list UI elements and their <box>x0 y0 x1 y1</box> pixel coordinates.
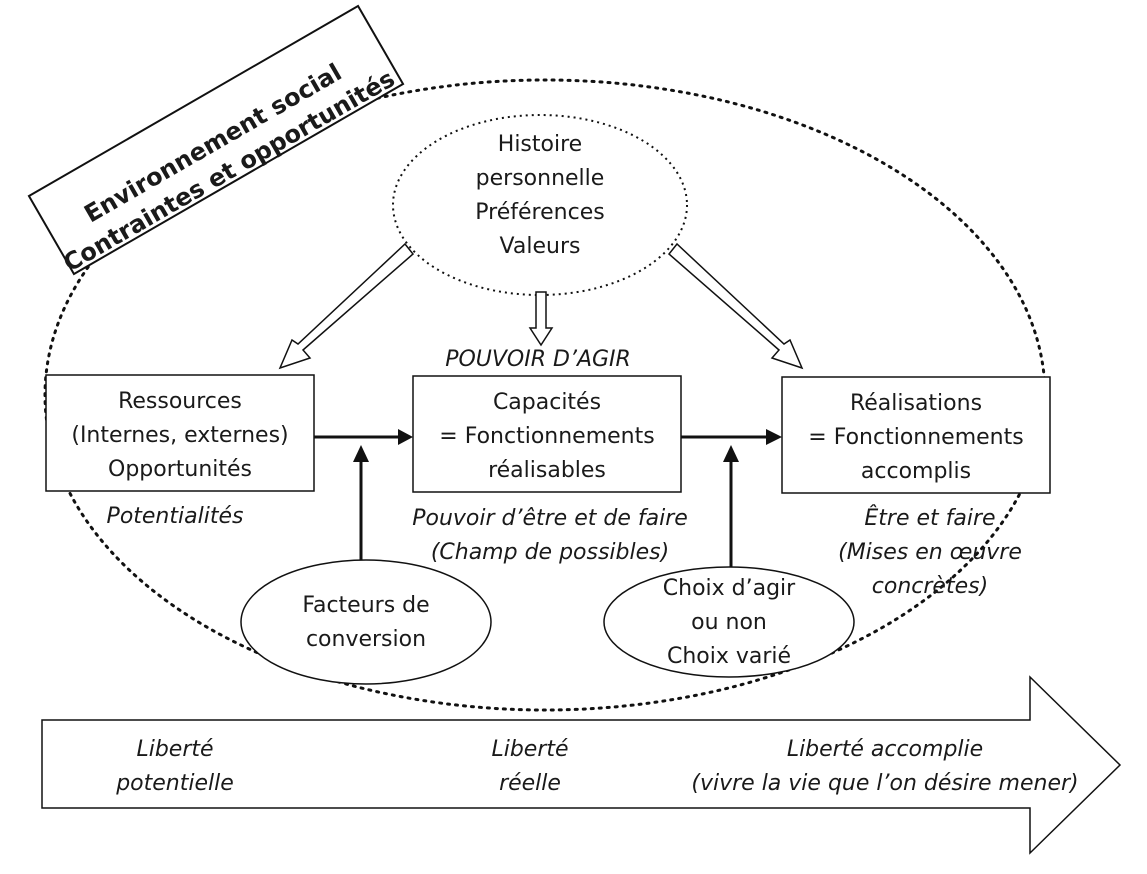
realisations-caption: Être et faire (Mises en œuvre concrètes) <box>810 502 1050 604</box>
capacites-line1: Capacités <box>492 390 602 415</box>
liberte-potentielle-line1: Liberté <box>136 737 214 762</box>
liberte-reelle-line1: Liberté <box>491 737 569 762</box>
realisations-caption-line1: Être et faire <box>864 506 996 531</box>
ressources-line3: Opportunités <box>108 457 252 482</box>
choix-ellipse <box>603 566 855 678</box>
liberte-potentielle-line2: potentielle <box>116 771 234 796</box>
ressources-caption: Potentialités <box>106 504 244 529</box>
environment-label-box <box>27 4 405 276</box>
hollow-arrow-right <box>667 242 804 370</box>
arrow-choix-up <box>723 445 739 572</box>
realisations-caption-line2: (Mises en œuvre <box>838 540 1022 565</box>
choix-text: Choix d’agir ou non Choix varié <box>629 572 829 674</box>
liberte-accomplie-label: Liberté accomplie (vivre la vie que l’on… <box>660 733 1110 801</box>
choix-line3: Choix varié <box>666 644 792 669</box>
histoire-line2: personnelle <box>475 166 605 191</box>
realisations-line1: Réalisations <box>849 391 983 416</box>
realisations-text: Réalisations = Fonctionnements accomplis <box>782 387 1050 489</box>
realisations-box <box>781 376 1051 494</box>
liberte-arrow <box>41 675 1122 855</box>
ressources-text: Ressources (Internes, externes) Opportun… <box>46 385 314 487</box>
facteurs-ellipse <box>240 559 492 685</box>
capacites-caption-line1: Pouvoir d’être et de faire <box>412 506 688 531</box>
choix-line1: Choix d’agir <box>662 576 796 601</box>
histoire-line1: Histoire <box>497 132 583 157</box>
facteurs-line1: Facteurs de <box>302 593 430 618</box>
arrow-capacites-to-realisations <box>681 429 782 445</box>
realisations-line2: = Fonctionnements <box>808 425 1024 450</box>
arrow-ressources-to-capacites <box>314 429 413 445</box>
liberte-reelle-line2: réelle <box>499 771 561 796</box>
liberte-reelle-label: Liberté réelle <box>450 733 610 801</box>
realisations-caption-line3: concrètes) <box>871 574 989 599</box>
capacites-caption: Pouvoir d’être et de faire (Champ de pos… <box>390 502 710 570</box>
arrow-facteurs-up <box>353 445 369 560</box>
histoire-line4: Valeurs <box>499 234 581 259</box>
ressources-line2: (Internes, externes) <box>71 423 289 448</box>
ressources-line1: Ressources <box>118 389 242 414</box>
hollow-arrow-down <box>528 291 554 347</box>
liberte-accomplie-line1: Liberté accomplie <box>786 737 984 762</box>
choix-line2: ou non <box>691 610 767 635</box>
capacites-line3: réalisables <box>488 458 606 483</box>
facteurs-text: Facteurs de conversion <box>266 589 466 657</box>
capacites-line2: = Fonctionnements <box>439 424 655 449</box>
hollow-arrow-left <box>278 242 415 370</box>
capacites-text: Capacités = Fonctionnements réalisables <box>413 386 681 488</box>
pouvoir-agir-label: POUVOIR D’AGIR <box>445 347 631 372</box>
histoire-text: Histoire personnelle Préférences Valeurs <box>440 128 640 264</box>
histoire-line3: Préférences <box>475 200 605 225</box>
capacites-caption-line2: (Champ de possibles) <box>430 540 670 565</box>
liberte-accomplie-line2: (vivre la vie que l’on désire mener) <box>691 771 1079 796</box>
realisations-line3: accomplis <box>860 459 972 484</box>
facteurs-line2: conversion <box>305 627 427 652</box>
liberte-potentielle-label: Liberté potentielle <box>90 733 260 801</box>
capacites-box <box>412 375 682 493</box>
ressources-box <box>45 374 315 492</box>
histoire-ellipse <box>392 114 688 296</box>
